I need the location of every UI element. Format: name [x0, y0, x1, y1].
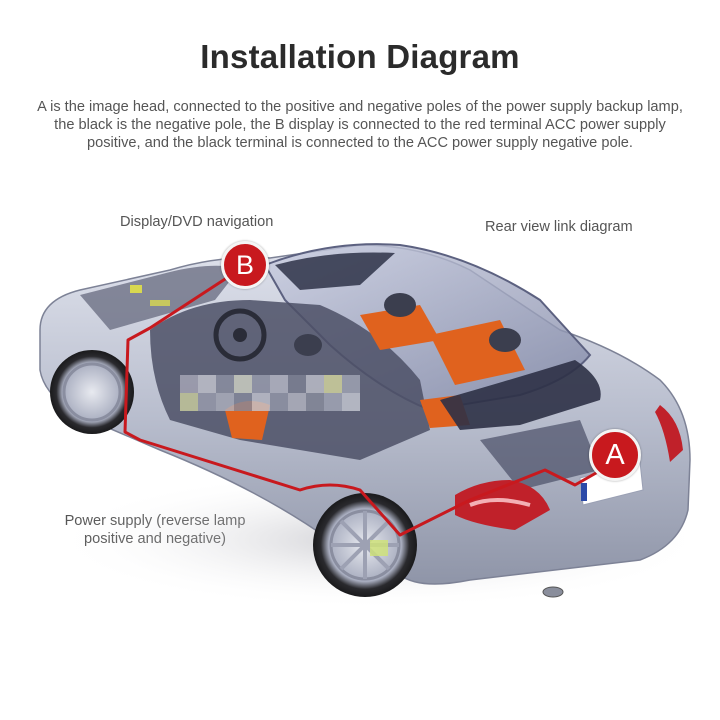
rear-view-label: Rear view link diagram	[485, 219, 633, 235]
engine-bay	[80, 265, 240, 330]
pixelated-region	[180, 375, 360, 411]
rear-deck	[440, 360, 601, 430]
tail-light	[455, 480, 550, 530]
tail-light-right	[655, 405, 683, 462]
red-cable	[123, 266, 611, 537]
exhaust-pipe	[542, 586, 564, 598]
rear-seat-left	[360, 305, 440, 350]
rear-wheel	[313, 493, 417, 597]
display-dvd-label: Display/DVD navigation	[120, 214, 274, 230]
marker-b-display: B	[221, 241, 269, 289]
marker-a-camera: A	[589, 429, 641, 481]
page-title: Installation Diagram	[200, 38, 520, 75]
front-wheel	[50, 350, 134, 434]
steering-wheel	[213, 308, 267, 362]
description-text: A is the image head, connected to the po…	[37, 99, 683, 151]
